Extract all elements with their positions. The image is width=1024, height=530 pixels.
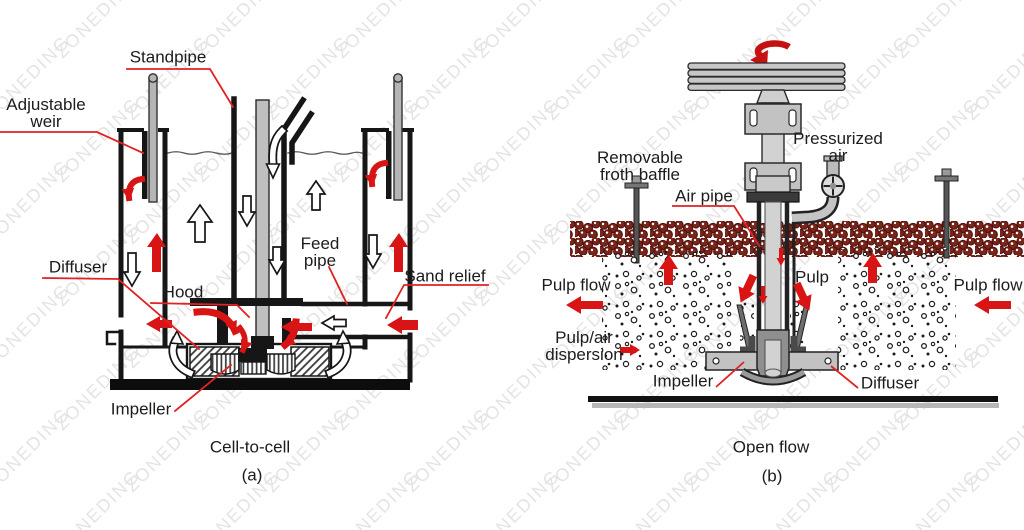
elbow-tubes bbox=[740, 336, 806, 354]
label-hood: Hood bbox=[162, 282, 204, 302]
label-pulp-air-dispersion: Pulp/air dispersion bbox=[545, 329, 623, 363]
leader-lines-b bbox=[672, 205, 859, 389]
hollow-curved-arrows-a bbox=[168, 124, 352, 379]
label-diffuser-a: Diffuser bbox=[48, 257, 108, 277]
impeller-assembly-a bbox=[185, 336, 333, 381]
caption-letter-a: (a) bbox=[241, 465, 263, 485]
label-sand-relief: Sand relief bbox=[404, 266, 486, 286]
label-removable-line2: froth baffle bbox=[599, 165, 681, 184]
open-flow-diagram bbox=[566, 40, 1024, 408]
label-feed-line2: pipe bbox=[303, 251, 337, 270]
label-standpipe: Standpipe bbox=[129, 47, 207, 67]
label-adjustable-weir-line1: Adjustable bbox=[6, 95, 86, 114]
water-line bbox=[167, 151, 363, 155]
caption-open-flow: Open flow bbox=[732, 437, 810, 457]
ground-line-gray bbox=[592, 403, 999, 408]
label-impeller-a: Impeller bbox=[110, 399, 172, 419]
label-adjustable-weir: Adjustable weir bbox=[6, 96, 85, 130]
label-pulp: Pulp bbox=[794, 267, 830, 287]
impeller-assembly-b bbox=[705, 329, 839, 386]
label-pressurized-line2: air bbox=[828, 146, 848, 165]
label-removable-line1: Removable bbox=[597, 148, 683, 167]
weir-rod-right bbox=[393, 73, 403, 201]
pressurized-air-valve bbox=[791, 155, 845, 225]
base-plate-a bbox=[110, 379, 410, 390]
weir-gate-right bbox=[386, 131, 392, 199]
weir-gate-left bbox=[142, 131, 148, 199]
label-removable-froth-baffle: Removable froth baffle bbox=[597, 149, 683, 183]
diffuser-block-right bbox=[290, 346, 330, 377]
red-arrows-b bbox=[566, 248, 1011, 356]
label-pulp-flow-right: Pulp flow bbox=[953, 275, 1023, 295]
bearing-housing bbox=[744, 89, 802, 203]
label-dispersion-line1: Pulp/air bbox=[555, 328, 613, 347]
label-impeller-b: Impeller bbox=[652, 371, 714, 391]
hollow-arrows-a bbox=[122, 179, 383, 332]
caption-letter-b: (b) bbox=[761, 466, 783, 486]
ground-line-black bbox=[588, 396, 998, 402]
label-feed-line1: Feed bbox=[300, 234, 340, 253]
caption-cell-to-cell: Cell-to-cell bbox=[209, 437, 291, 457]
shaft-a bbox=[255, 99, 270, 351]
weir-rod-left bbox=[148, 73, 158, 203]
tank-walls bbox=[105, 128, 414, 383]
hood-shape bbox=[190, 298, 303, 350]
leader-lines-a bbox=[0, 68, 489, 413]
label-diffuser-b: Diffuser bbox=[860, 373, 920, 393]
red-curved-arrows-a bbox=[121, 159, 389, 354]
feed-channel bbox=[288, 301, 413, 340]
label-pressurized-air: Pressurized air bbox=[793, 130, 883, 164]
label-adjustable-weir-line2: weir bbox=[30, 112, 62, 131]
pulley-stack bbox=[687, 62, 846, 92]
cell-to-cell-diagram bbox=[0, 68, 489, 413]
label-pressurized-line1: Pressurized bbox=[793, 129, 883, 148]
label-air-pipe: Air pipe bbox=[675, 186, 733, 206]
label-pulp-flow-left: Pulp flow bbox=[541, 275, 611, 295]
label-feed-pipe: Feed pipe bbox=[301, 235, 340, 269]
label-dispersion-line2: dispersion bbox=[545, 345, 623, 364]
